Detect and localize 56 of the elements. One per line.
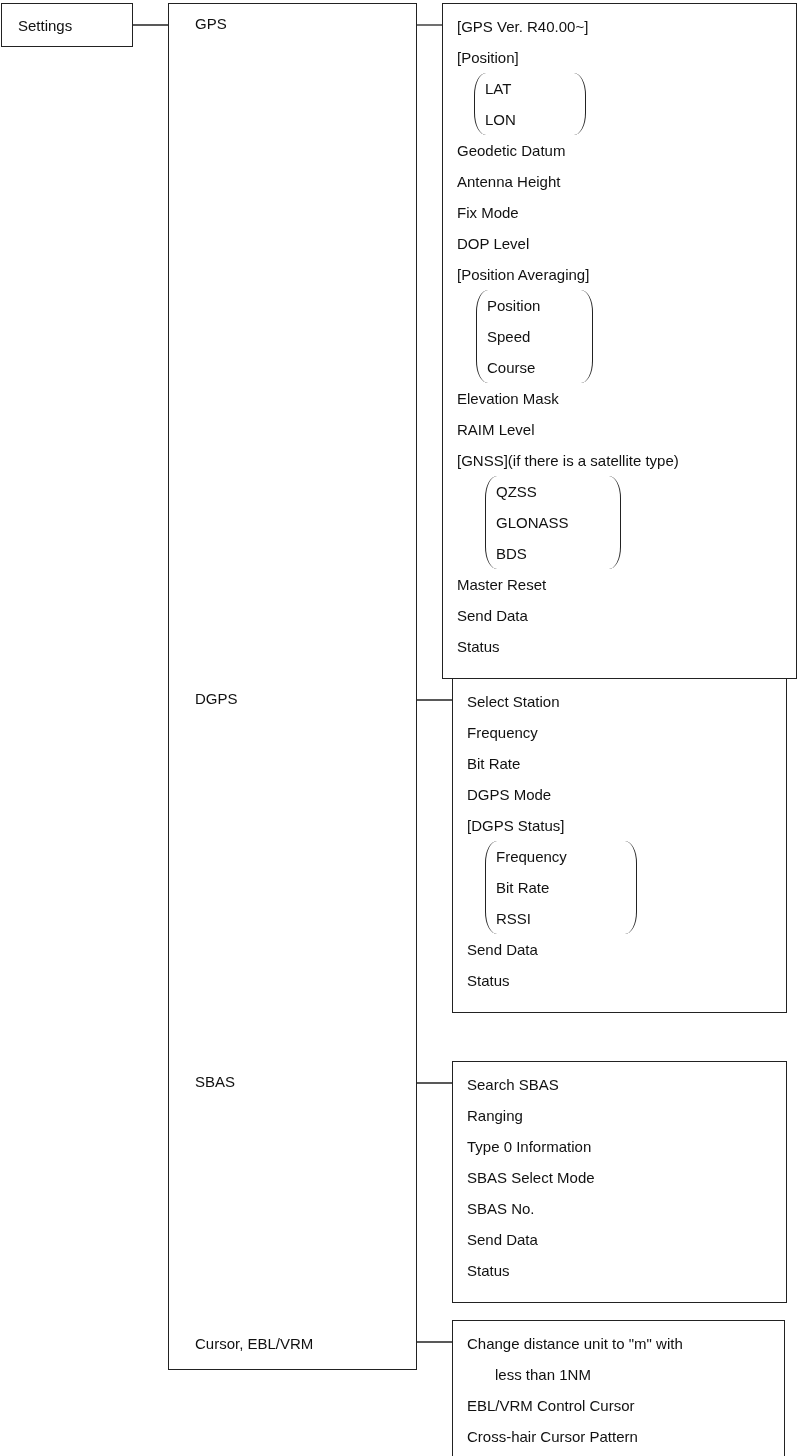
menu-item: Status <box>467 1261 511 1281</box>
menu-item: LON <box>485 110 517 130</box>
menu-item-label: Cursor, EBL/VRM <box>195 1335 314 1352</box>
menu-item: [GPS Ver. R40.00~] <box>457 17 590 37</box>
menu-item: [DGPS Status] <box>467 816 566 836</box>
menu-item: SBAS No. <box>467 1199 536 1219</box>
menu-item: QZSS <box>496 482 538 502</box>
menu-item: Send Data <box>467 940 539 960</box>
menu-item: Send Data <box>457 606 529 626</box>
menu-item: [GNSS](if there is a satellite type) <box>457 451 680 471</box>
menu-item: Send Data <box>467 1230 539 1250</box>
menu-item: BDS <box>496 544 528 564</box>
submenu-box <box>452 1320 785 1456</box>
menu-box: Settings <box>1 3 133 47</box>
menu-item: Change distance unit to "m" with less than 1NM <box>467 1334 684 1385</box>
menu-item: GLONASS <box>496 513 570 533</box>
menu-item: [Position] <box>457 48 520 68</box>
menu-item: Master Reset <box>457 575 548 595</box>
menu-item: DOP Level <box>457 234 531 254</box>
menu-item: Elevation Mask <box>457 389 560 409</box>
menu-item: Type 0 Information <box>467 1137 593 1157</box>
menu-item: Search SBAS <box>467 1075 560 1095</box>
submenu-box <box>452 678 787 1013</box>
menu-item: Antenna Height <box>457 172 562 192</box>
menu-item: Fix Mode <box>457 203 520 223</box>
menu-column-box <box>168 3 417 1370</box>
menu-item: RSSI <box>496 909 532 929</box>
menu-item: Frequency <box>467 723 539 743</box>
connector-line <box>416 1341 453 1343</box>
menu-item: RAIM Level <box>457 420 536 440</box>
submenu-box <box>442 3 797 679</box>
menu-item: Status <box>467 971 511 991</box>
menu-item: Cross-hair Cursor Pattern <box>467 1427 639 1447</box>
menu-item: LAT <box>485 79 513 99</box>
menu-item: Ranging <box>467 1106 524 1126</box>
menu-item: Bit Rate <box>496 878 551 898</box>
menu-item-label: GPS <box>195 15 227 32</box>
menu-item: Bit Rate <box>467 754 522 774</box>
menu-item-label: DGPS <box>195 690 238 707</box>
menu-item: SBAS Select Mode <box>467 1168 596 1188</box>
connector-line <box>416 699 453 701</box>
submenu-box <box>452 1061 787 1303</box>
menu-item: Course <box>487 358 537 378</box>
menu-item: Status <box>457 637 501 657</box>
menu-item: EBL/VRM Control Cursor <box>467 1396 636 1416</box>
connector-line <box>416 24 443 26</box>
menu-item: Frequency <box>496 847 568 867</box>
menu-item: Select Station <box>467 692 561 712</box>
connector-line <box>416 1082 453 1084</box>
menu-item: Speed <box>487 327 532 347</box>
menu-item: [Position Averaging] <box>457 265 591 285</box>
menu-item: Geodetic Datum <box>457 141 567 161</box>
menu-item: DGPS Mode <box>467 785 553 805</box>
menu-item: Position <box>487 296 542 316</box>
menu-item-label: SBAS <box>195 1073 236 1090</box>
connector-line <box>132 24 169 26</box>
